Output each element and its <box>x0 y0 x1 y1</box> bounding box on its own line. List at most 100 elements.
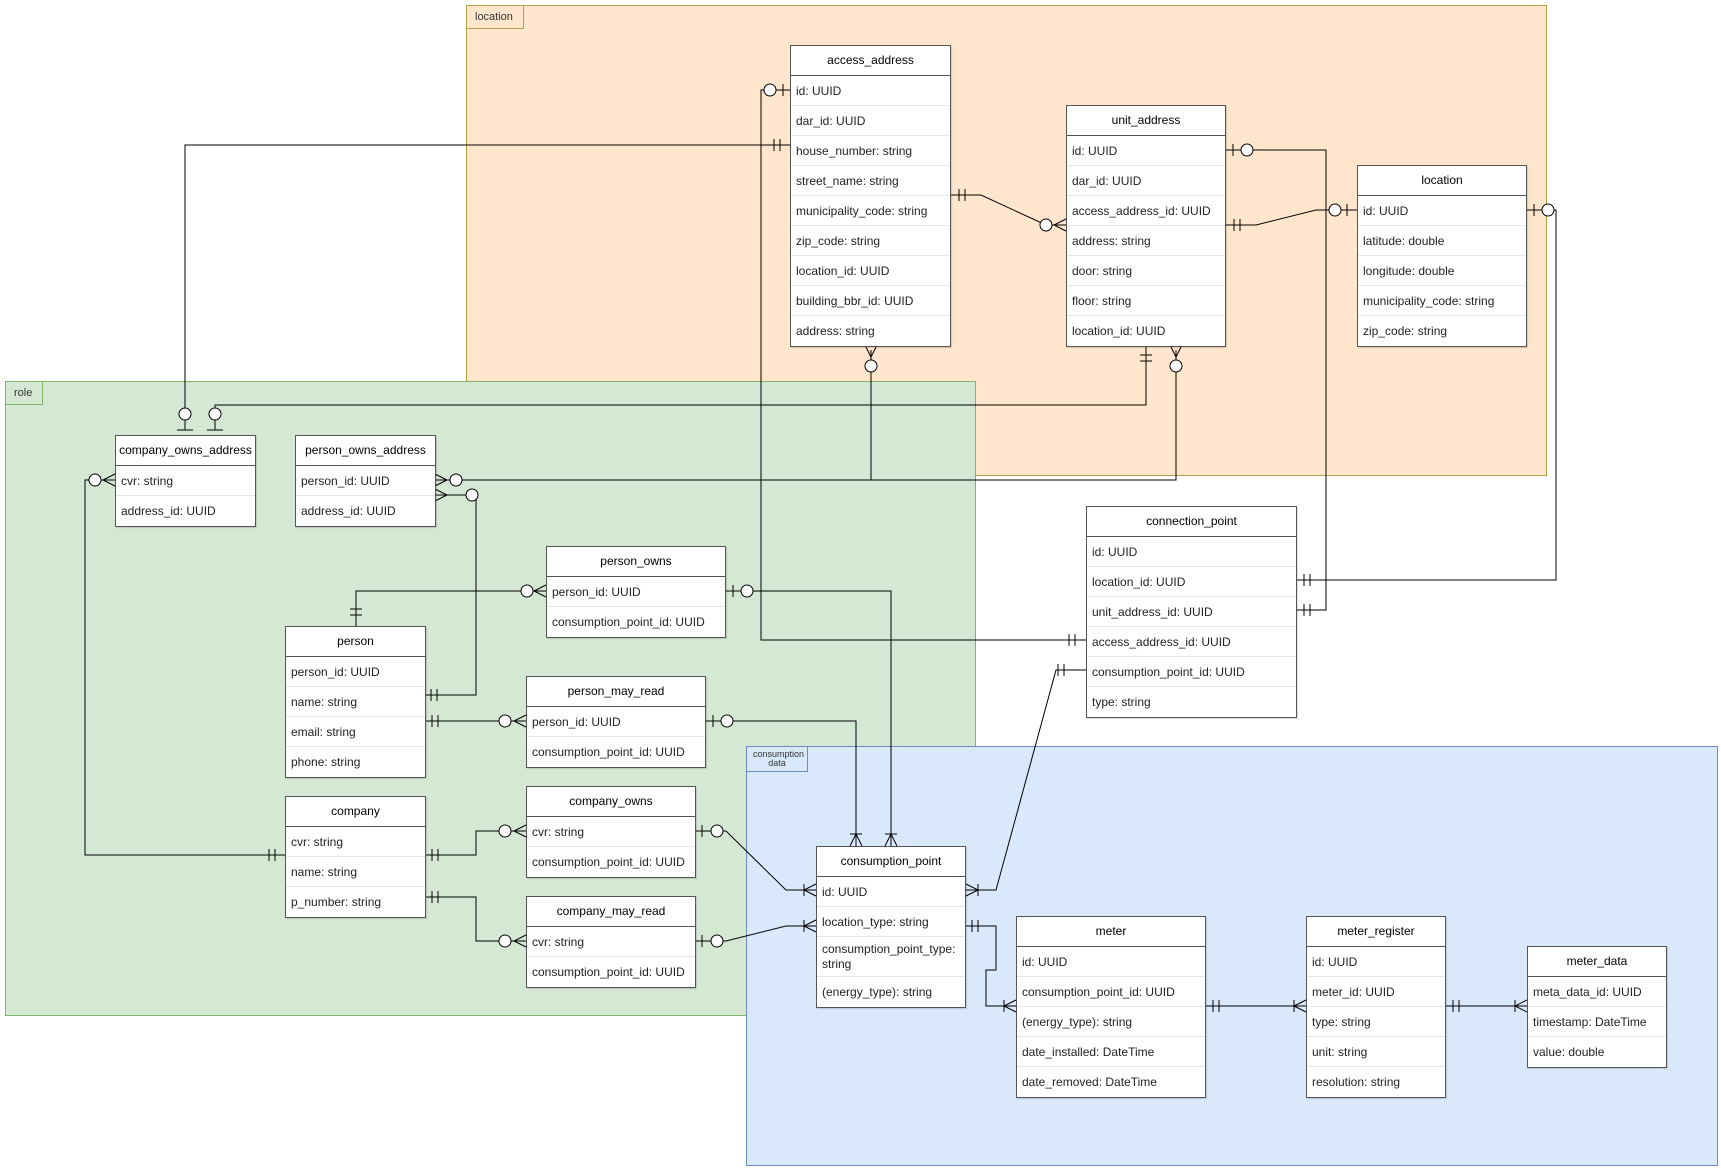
person-owns-address-field: person_id: UUID <box>296 466 435 496</box>
access-address-field: address: string <box>796 324 875 338</box>
meter-field: date_removed: DateTime <box>1022 1075 1157 1089</box>
unit-address-field: dar_id: UUID <box>1067 166 1225 196</box>
person-owns-field: person_id: UUID <box>547 577 725 607</box>
person-owns-field: consumption_point_id: UUID <box>552 615 705 629</box>
edge-access-address-to-unit-address <box>951 189 1067 232</box>
access-address-field: zip_code: string <box>791 226 950 256</box>
location-field: longitude: double <box>1358 256 1526 286</box>
location-title: location <box>1358 166 1526 196</box>
meter-field: consumption_point_id: UUID <box>1017 977 1205 1007</box>
edge-person-owns-address-to-person <box>425 488 479 701</box>
edge-person-owns-to-person <box>350 584 547 626</box>
frame-label-location: location <box>467 6 524 29</box>
unit-address-field: floor: string <box>1067 286 1225 316</box>
access-address-field: municipality_code: string <box>791 196 950 226</box>
meter-register-field: meter_id: UUID <box>1307 977 1445 1007</box>
connection-point-title: connection_point <box>1087 507 1296 537</box>
edge-company-to-company-may-read <box>425 891 527 948</box>
meter-register-field: resolution: string <box>1312 1075 1401 1089</box>
meter-field: id: UUID <box>1017 947 1205 977</box>
consumption-point-field: id: UUID <box>817 877 965 907</box>
company-title: company <box>286 797 425 827</box>
person-may-read-title: person_may_read <box>527 677 705 707</box>
connection-point-field: location_id: UUID <box>1087 567 1296 597</box>
consumption-point-field: location_type: string <box>817 907 965 937</box>
company-owns-address-title: company_owns_address <box>116 436 255 466</box>
edge-access-address-to-connection-point <box>760 83 1086 646</box>
edge-company-owns-address-to-access-address <box>177 139 790 431</box>
unit-address-field: id: UUID <box>1067 136 1225 166</box>
edge-company-owns-address-to-unit-address <box>207 345 1152 431</box>
connection-point-field: unit_address_id: UUID <box>1087 597 1296 627</box>
edge-person-owns-address-to-addresses <box>434 344 1183 487</box>
edge-company-owns-address-to-company <box>84 473 285 861</box>
person-owns-title: person_owns <box>547 547 725 577</box>
company-owns-field: consumption_point_id: UUID <box>532 855 685 869</box>
edge-company-owns-to-consumption-point <box>696 824 817 897</box>
meter-register-field: unit: string <box>1307 1037 1445 1067</box>
person-field: person_id: UUID <box>286 657 425 687</box>
company-may-read-field: consumption_point_id: UUID <box>532 965 685 979</box>
person-field: name: string <box>286 687 425 717</box>
meter-field: date_installed: DateTime <box>1017 1037 1205 1067</box>
connection-point-field: type: string <box>1092 695 1151 709</box>
company-may-read-field: cvr: string <box>527 927 695 957</box>
access-address-field: location_id: UUID <box>791 256 950 286</box>
meter-register-field: type: string <box>1307 1007 1445 1037</box>
person-field: phone: string <box>291 755 361 769</box>
person-owns-address-title: person_owns_address <box>296 436 435 466</box>
company-may-read-title: company_may_read <box>527 897 695 927</box>
company-owns-field: cvr: string <box>527 817 695 847</box>
edge-meter-register-to-meter-data <box>1446 999 1528 1013</box>
meter-title: meter <box>1017 917 1205 947</box>
edge-unit-address-to-connection-point <box>1226 143 1327 616</box>
company-owns-title: company_owns <box>527 787 695 817</box>
edge-unit-address-to-location <box>1226 203 1357 231</box>
person-title: person <box>286 627 425 657</box>
unit-address-field: door: string <box>1067 256 1225 286</box>
access-address-field: street_name: string <box>791 166 950 196</box>
access-address-field: id: UUID <box>791 76 950 106</box>
meter-data-field: timestamp: DateTime <box>1528 1007 1666 1037</box>
meter-data-field: meta_data_id: UUID <box>1528 977 1666 1007</box>
edge-consumption-point-to-meter <box>966 920 1017 1013</box>
unit-address-title: unit_address <box>1067 106 1225 136</box>
person-field: email: string <box>286 717 425 747</box>
meter-field: (energy_type): string <box>1017 1007 1205 1037</box>
access-address-title: access_address <box>791 46 950 76</box>
consumption-point-title: consumption_point <box>817 847 965 877</box>
access-address-field: dar_id: UUID <box>791 106 950 136</box>
person-may-read-field: consumption_point_id: UUID <box>532 745 685 759</box>
edge-person-may-read-to-consumption-point <box>706 714 863 847</box>
location-field: id: UUID <box>1358 196 1526 226</box>
frame-label-consumption-data: consumption data <box>747 747 808 772</box>
access-address-field: house_number: string <box>791 136 950 166</box>
edge-company-may-read-to-consumption-point <box>696 919 817 948</box>
meter-register-title: meter_register <box>1307 917 1445 947</box>
consumption-point-field: (energy_type): string <box>822 985 933 999</box>
edge-location-to-connection-point <box>1297 203 1557 586</box>
edge-meter-to-meter-register <box>1206 999 1307 1013</box>
unit-address-field: access_address_id: UUID <box>1067 196 1225 226</box>
unit-address-field: location_id: UUID <box>1072 324 1166 338</box>
meter-data-field: value: double <box>1533 1045 1605 1059</box>
access-address-field: building_bbr_id: UUID <box>791 286 950 316</box>
company-owns-address-field: address_id: UUID <box>121 504 216 518</box>
